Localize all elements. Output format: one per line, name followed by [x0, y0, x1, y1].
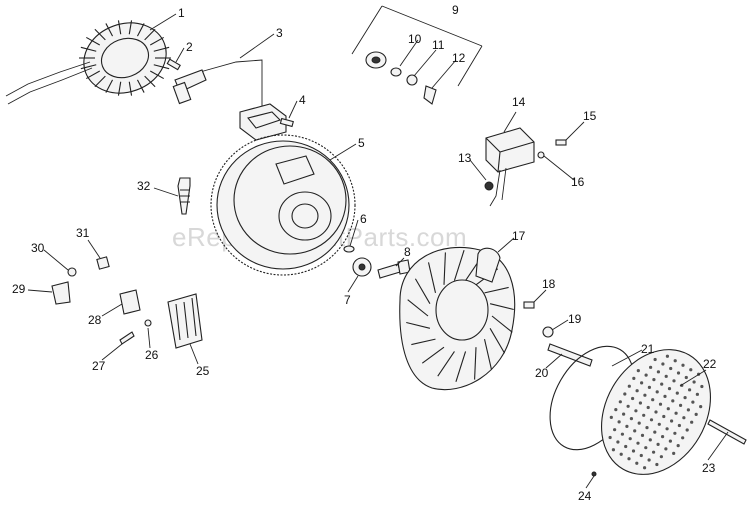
ignition-module-part [172, 59, 287, 141]
callout-12: 12 [452, 51, 466, 65]
flywheel-fan-part [399, 246, 516, 391]
callout-3: 3 [276, 26, 283, 40]
callout-29: 29 [12, 282, 26, 296]
callout-30: 30 [31, 241, 45, 255]
clip-part [96, 256, 110, 270]
callout-11: 11 [432, 38, 445, 52]
fan-screw-part [523, 301, 535, 309]
callout-22: 22 [703, 357, 717, 371]
callout-numbers: 1 2 3 4 5 6 7 8 9 10 11 12 13 14 15 16 1… [12, 3, 717, 503]
callout-16: 16 [571, 175, 585, 189]
callout-19: 19 [568, 312, 582, 326]
bracket-nut-part [67, 267, 77, 277]
callout-9: 9 [452, 3, 459, 17]
connector-part [119, 289, 141, 315]
flywheel-washer-part [352, 257, 372, 277]
callout-6: 6 [360, 212, 367, 226]
callout-10: 10 [408, 32, 422, 46]
flywheel-bolt-part [377, 259, 411, 279]
stator-screw-part [166, 58, 181, 71]
callout-21: 21 [641, 342, 655, 356]
regulator-part [167, 293, 203, 349]
ground-bracket-part [51, 281, 71, 305]
parts-kit-bracket [351, 5, 483, 105]
callout-7: 7 [344, 293, 351, 307]
callout-20: 20 [535, 366, 549, 380]
screen-stud-part [707, 419, 747, 445]
callout-23: 23 [702, 461, 716, 475]
callout-18: 18 [542, 277, 556, 291]
grass-screen-part [601, 349, 711, 475]
callout-32: 32 [137, 179, 151, 193]
callout-25: 25 [196, 364, 210, 378]
regulator-washer-part [144, 319, 152, 327]
module-screw-part [279, 117, 294, 128]
callout-2: 2 [186, 40, 193, 54]
callout-8: 8 [404, 245, 411, 259]
callout-4: 4 [299, 93, 306, 107]
callout-24: 24 [578, 489, 592, 503]
stator-part [5, 20, 171, 105]
flywheel-part [210, 134, 356, 276]
washer-part [343, 245, 355, 253]
callout-28: 28 [88, 313, 102, 327]
spacer-pin-part [547, 343, 593, 367]
callout-14: 14 [512, 95, 526, 109]
small-pin-part [591, 471, 597, 477]
callout-17: 17 [512, 229, 526, 243]
callout-31: 31 [76, 226, 90, 240]
callout-27: 27 [92, 359, 106, 373]
spark-plug-part [177, 177, 191, 215]
callout-26: 26 [145, 348, 159, 362]
rectifier-part [484, 127, 567, 207]
callout-leaders [27, 13, 729, 489]
callout-5: 5 [358, 136, 365, 150]
callout-13: 13 [458, 151, 472, 165]
regulator-screw-part [119, 331, 135, 345]
pin-nut-part [542, 326, 554, 338]
callout-15: 15 [583, 109, 597, 123]
callout-1: 1 [178, 6, 185, 20]
